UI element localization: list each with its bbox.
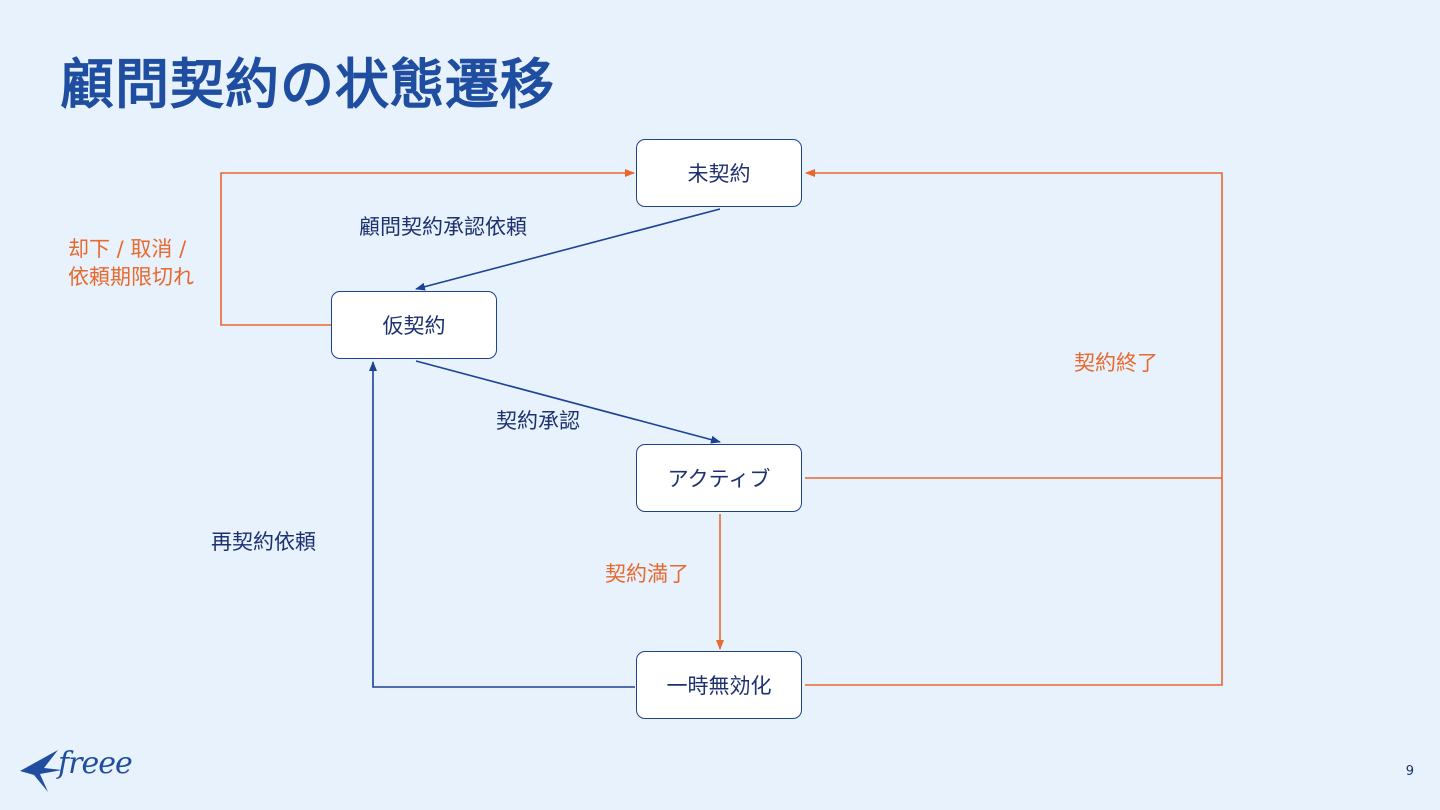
edge-terminate (805, 169, 1223, 686)
page-number: 9 (1405, 764, 1414, 779)
state-unsigned: 未契約 (636, 139, 802, 207)
label-terminate: 契約終了 (1074, 351, 1158, 375)
edge-approve (415, 360, 721, 444)
label-reject-cancel-line1: 却下 / 取消 / (68, 237, 187, 261)
edge-request-approval (415, 208, 721, 291)
slide-title: 顧問契約の状態遷移 (60, 53, 555, 116)
state-suspended: 一時無効化 (636, 651, 802, 719)
label-re-request: 再契約依頼 (211, 530, 316, 554)
label-request-approval: 顧問契約承認依頼 (359, 215, 527, 239)
label-approve: 契約承認 (496, 409, 580, 433)
state-active: アクティブ (636, 444, 802, 512)
edge-re-request (369, 361, 635, 688)
label-expire: 契約満了 (605, 562, 689, 586)
label-reject-cancel-line2: 依頼期限切れ (68, 265, 194, 289)
freee-logo-bird-icon (20, 750, 62, 792)
state-provisional: 仮契約 (331, 291, 497, 359)
edge-reject-cancel (220, 169, 635, 326)
logo-text: freee (58, 746, 133, 781)
